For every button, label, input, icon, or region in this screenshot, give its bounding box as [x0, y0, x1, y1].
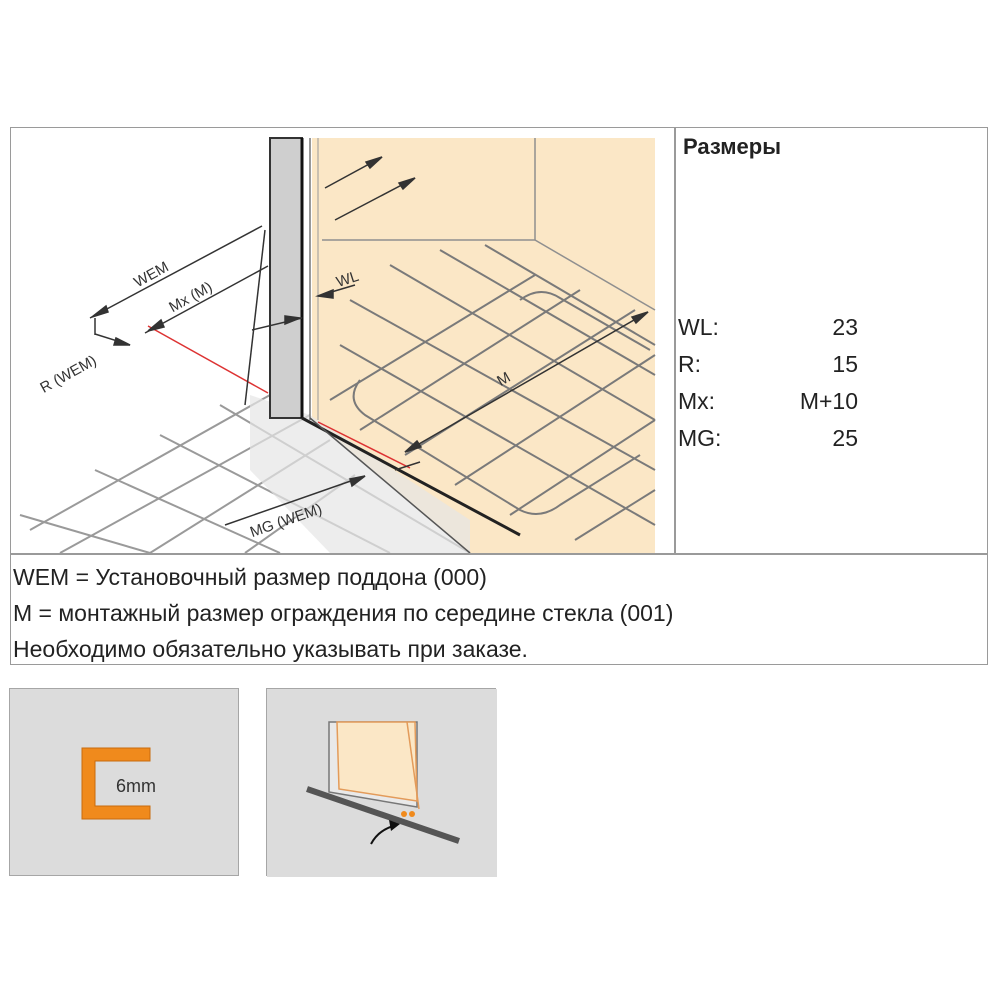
wall-profile: [269, 137, 303, 419]
bottom-rail: [301, 416, 521, 537]
r-label: R (WEM): [37, 352, 99, 397]
dimension-row-r: R: 15: [678, 346, 978, 383]
dimension-row-mx: Mx: M+10: [678, 383, 978, 420]
dimension-value: 23: [832, 314, 858, 340]
profile-thickness-tile: 6mm: [9, 688, 239, 876]
seal-detail-tile: [266, 688, 497, 877]
column-divider: [674, 128, 676, 554]
tray-grid: [329, 244, 656, 541]
notes-block: WEM = Установочный размер поддона (000) …: [13, 559, 673, 667]
dimension-key: R:: [678, 351, 701, 377]
profile-thickness-svg: 6mm: [81, 747, 156, 820]
glass-door-icon: [336, 721, 418, 802]
base-rail: [306, 786, 460, 844]
wall-floor-joint-right: [534, 239, 656, 311]
dimension-key: WL:: [678, 314, 719, 340]
dimension-row-mg: MG: 25: [678, 420, 978, 457]
seal-dot-icon: [409, 811, 415, 817]
note-m: M = монтажный размер ограждения по серед…: [13, 600, 674, 626]
dimension-value: 25: [832, 425, 858, 451]
dimension-key: Mx:: [678, 388, 716, 414]
dimension-value: M+10: [799, 388, 858, 414]
dimension-key: MG:: [678, 425, 722, 451]
seal-dot-icon: [401, 811, 407, 817]
dimensions-table: WL: 23 R: 15 Mx: M+10 MG: 25: [678, 309, 978, 457]
main-frame: [10, 127, 988, 665]
wl-label: WL: [334, 268, 361, 291]
row-divider: [11, 553, 987, 555]
u-profile-icon: [81, 747, 151, 820]
mx-label: Mx (M): [166, 279, 215, 316]
note-wem: WEM = Установочный размер поддона (000): [13, 564, 487, 590]
wem-label: WEM: [131, 258, 171, 291]
dimension-lines: [89, 156, 649, 526]
glass-center-line-bottom: [317, 421, 411, 469]
dimension-value: 15: [832, 351, 858, 377]
diagram-svg: WEM Mx (M) R (WEM) WL M MG (WEM): [19, 137, 656, 553]
dimensions-title: Размеры: [683, 134, 782, 159]
seal-detail-svg: [267, 689, 497, 877]
note-order: Необходимо обязательно указывать при зак…: [13, 636, 528, 662]
dimension-row-wl: WL: 23: [678, 309, 978, 346]
glass-panel: [312, 138, 655, 553]
base-shadow: [250, 395, 470, 553]
thickness-label: 6mm: [116, 776, 156, 796]
installation-diagram: WEM Mx (M) R (WEM) WL M MG (WEM): [11, 128, 674, 553]
